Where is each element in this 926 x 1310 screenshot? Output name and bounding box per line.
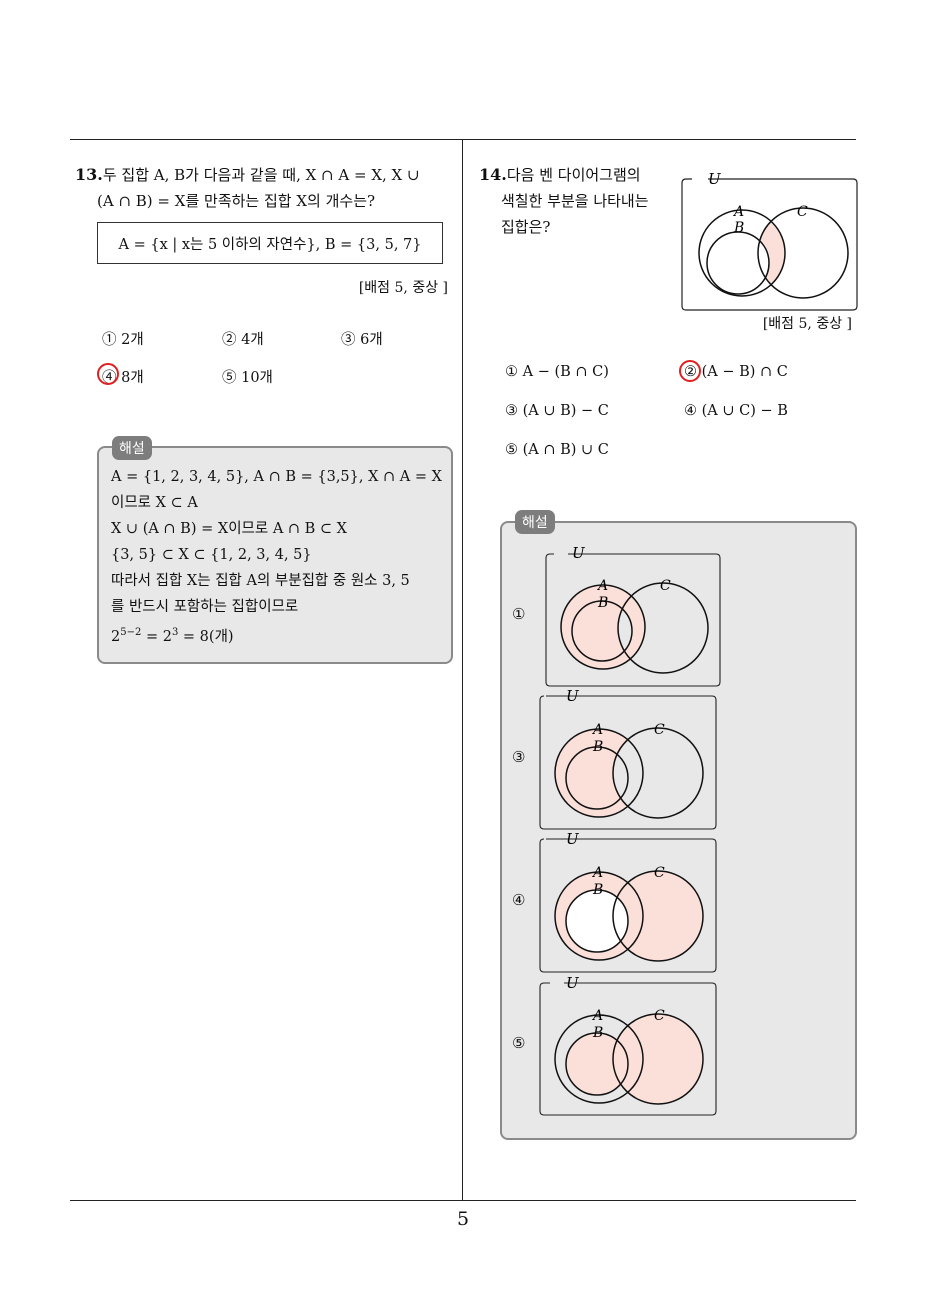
q13-answer-circle-mark — [97, 363, 119, 385]
q14-number: 14. — [479, 165, 507, 184]
solution-item-label: ④ — [512, 891, 526, 909]
q14-choice-1[interactable]: ① A − (B ∩ C) — [505, 364, 609, 380]
q13-number: 13. — [75, 165, 103, 184]
q14-question: 14.다음 벤 다이어그램의 색칠한 부분을 나타내는 집합은? — [479, 162, 669, 240]
q14-choice-3[interactable]: ③ (A ∪ B) − C — [505, 403, 609, 419]
solution-venn-4: U A B C — [539, 833, 717, 973]
q14-answer-circle-mark — [679, 360, 701, 382]
q13-choice-1[interactable]: ① 2개 — [102, 332, 144, 348]
svg-text:A: A — [596, 578, 608, 594]
q13-score: [배점 5, 중상 ] — [358, 280, 448, 296]
power-tail: = 8(개) — [178, 628, 234, 645]
power-base: 2 — [111, 628, 121, 645]
svg-text:A: A — [591, 865, 603, 881]
svg-text:U: U — [566, 976, 580, 992]
svg-text:A: A — [591, 722, 603, 738]
svg-text:B: B — [597, 595, 608, 611]
q14-line2: 색칠한 부분을 나타내는 — [501, 192, 649, 210]
svg-text:U: U — [566, 833, 580, 848]
power-exponent: 3 — [171, 627, 179, 638]
label-a: A — [732, 204, 744, 220]
q14-score: [배점 5, 중상 ] — [762, 316, 852, 332]
q14-choice-4[interactable]: ④ (A ∪ C) − B — [684, 403, 788, 419]
q14-line3: 집합은? — [501, 218, 551, 236]
svg-text:C: C — [660, 578, 671, 594]
q14-line1: 다음 벤 다이어그램의 — [506, 166, 641, 184]
svg-text:C: C — [654, 865, 665, 881]
set-a-circle — [698, 209, 786, 297]
q13-given-box: A = {x | x는 5 이하의 자연수}, B = {3, 5, 7} — [97, 222, 443, 264]
q13-solution-result: 25−2 = 23 = 8(개) — [111, 620, 442, 650]
column-divider — [462, 139, 463, 1200]
power-middle: = 2 — [141, 628, 172, 645]
solution-venn-5: U A B C — [539, 976, 717, 1116]
svg-text:A: A — [591, 1008, 603, 1024]
q14-choice-2[interactable]: ② (A − B) ∩ C — [684, 364, 788, 380]
power-exponent: 5−2 — [120, 627, 142, 638]
page-number: 5 — [456, 1208, 470, 1230]
svg-text:B: B — [592, 739, 603, 755]
set-c-circle — [757, 207, 849, 299]
q14-solution-tag: 해설 — [515, 510, 555, 534]
q13-solution-line: X ∪ (A ∩ B) = X이므로 A ∩ B ⊂ X — [111, 521, 348, 537]
q13-choice-3[interactable]: ③ 6개 — [341, 332, 383, 348]
q13-choice-5[interactable]: ⑤ 10개 — [222, 370, 273, 386]
q13-solution-body: A = {1, 2, 3, 4, 5}, A ∩ B = {3,5}, X ∩ … — [111, 464, 442, 650]
svg-text:U: U — [572, 545, 586, 562]
top-rule — [70, 139, 856, 140]
q13-solution-line: 이므로 X ⊂ A — [111, 495, 198, 511]
svg-text:B: B — [592, 1025, 603, 1041]
solution-venn-1: U A B C — [545, 545, 721, 687]
svg-text:B: B — [592, 882, 603, 898]
solution-item-label: ① — [512, 605, 526, 623]
label-b: B — [733, 220, 744, 236]
q13-solution-line: {3, 5} ⊂ X ⊂ {1, 2, 3, 4, 5} — [111, 547, 312, 563]
q14-choice-5[interactable]: ⑤ (A ∩ B) ∪ C — [505, 442, 609, 458]
solution-venn-3: U A B C — [539, 690, 717, 830]
label-c: C — [797, 204, 808, 220]
svg-text:C: C — [654, 722, 665, 738]
svg-text:C: C — [654, 1008, 665, 1024]
q13-solution-line: A = {1, 2, 3, 4, 5}, A ∩ B = {3,5}, X ∩ … — [111, 469, 442, 485]
solution-item-label: ⑤ — [512, 1034, 526, 1052]
q14-venn-diagram: U A B C — [681, 170, 858, 311]
svg-text:U: U — [566, 690, 580, 705]
q13-solution-box — [97, 446, 453, 664]
q13-given: A = {x | x는 5 이하의 자연수}, B = {3, 5, 7} — [118, 236, 422, 253]
q13-line2: (A ∩ B) = X를 만족하는 집합 X의 개수는? — [97, 192, 376, 210]
bottom-rule — [70, 1200, 856, 1201]
q13-solution-tag: 해설 — [112, 436, 152, 460]
q13-question: 13.두 집합 A, B가 다음과 같을 때, X ∩ A = X, X ∪ (… — [75, 162, 460, 214]
solution-item-label: ③ — [512, 748, 526, 766]
q13-solution-line: 따라서 집합 X는 집합 A의 부분집합 중 원소 3, 5 — [111, 573, 410, 589]
universal-set-box — [681, 178, 858, 311]
q13-choice-2[interactable]: ② 4개 — [222, 332, 264, 348]
label-u: U — [708, 170, 722, 188]
q13-solution-line: 를 반드시 포함하는 집합이므로 — [111, 599, 299, 615]
q13-line1: 두 집합 A, B가 다음과 같을 때, X ∩ A = X, X ∪ — [102, 166, 420, 184]
set-b-circle — [706, 231, 770, 295]
